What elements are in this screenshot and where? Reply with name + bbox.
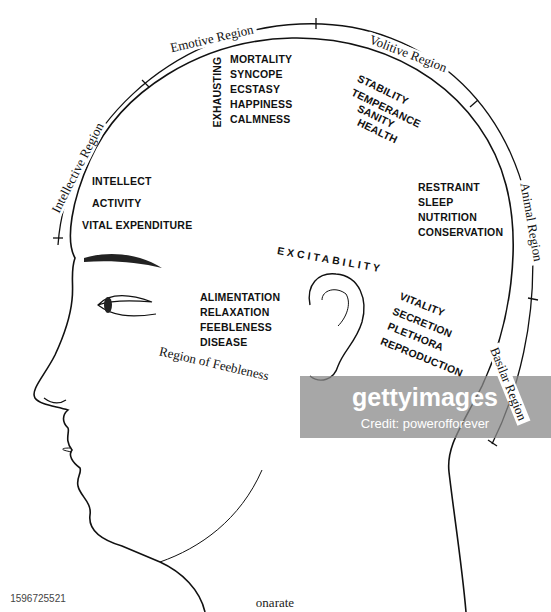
lips (63, 448, 72, 452)
cut-caption: onarate (256, 596, 294, 610)
faculty-label: FEEBLENESS (200, 322, 272, 334)
jaw-line (160, 470, 262, 562)
faculty-label: HAPPINESS (230, 99, 292, 111)
faculty-label: SYNCOPE (230, 69, 283, 81)
faculty-label: MORTALITY (230, 54, 292, 66)
watermark: gettyimages (352, 384, 498, 412)
faculty-heading: EXHAUSTING (212, 57, 224, 128)
image-id: 1596725521 (10, 593, 66, 604)
head-outline (34, 38, 513, 612)
faculty-label: CALMNESS (230, 114, 291, 126)
watermark-credit: Credit: powerofforever (361, 417, 489, 431)
region-label: Animal Region (517, 179, 546, 266)
eye (98, 296, 156, 316)
pupil (104, 297, 112, 313)
faculty-label: CONSERVATION (418, 227, 503, 239)
region-label: Region of Feebleness (155, 344, 273, 384)
region-label: Volitive Region (364, 32, 451, 77)
eyebrow (84, 254, 162, 268)
faculty-label: ALIMENTATION (200, 292, 280, 304)
faculty-label: ACTIVITY (92, 198, 141, 210)
region-label: Emotive Region (166, 22, 258, 56)
faculty-label: DISEASE (200, 337, 248, 349)
nostril (44, 398, 66, 403)
faculty-label: RELAXATION (200, 307, 269, 319)
faculty-label: VITAL EXPENDITURE (82, 220, 192, 232)
ear (309, 274, 364, 380)
faculty-label: SLEEP (418, 197, 453, 209)
faculty-label: RESTRAINT (418, 182, 480, 194)
faculty-label: INTELLECT (92, 176, 152, 188)
ear-inner (322, 290, 348, 326)
faculty-label: NUTRITION (418, 212, 477, 224)
faculty-label: ECSTASY (230, 84, 280, 96)
faculty-label: EXCITABILITY (276, 245, 383, 275)
